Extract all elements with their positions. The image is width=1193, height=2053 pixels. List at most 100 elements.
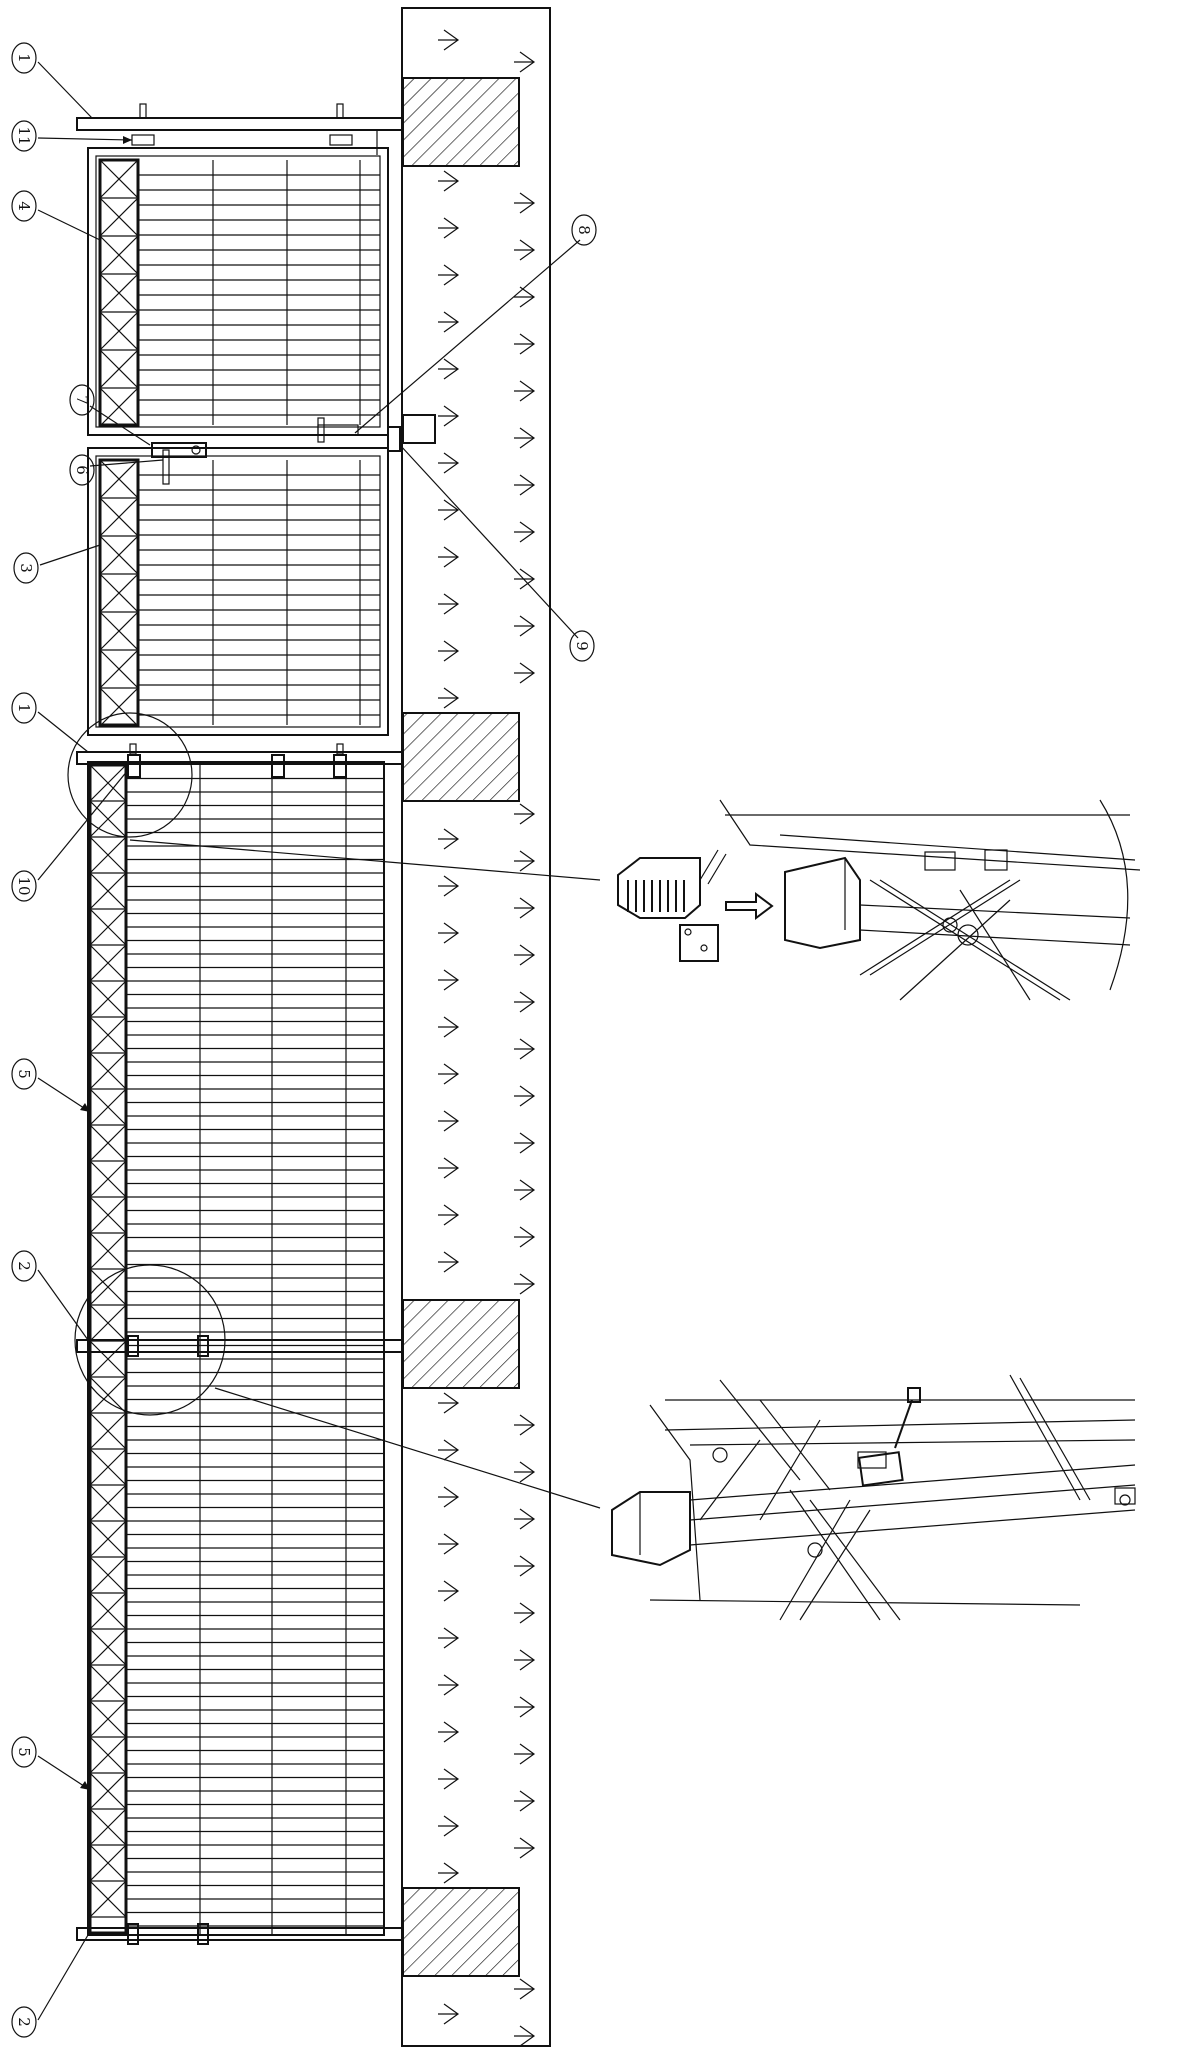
lattice-cross [89, 1304, 127, 1342]
lattice-cross [99, 159, 139, 199]
lattice-cross [99, 535, 139, 575]
flow-arrow [438, 1580, 460, 1602]
callout-label: 2 [15, 2017, 33, 2027]
lattice-cross [99, 311, 139, 351]
callout-c4: 4 [11, 190, 37, 222]
middle-panel [87, 447, 389, 736]
callout-circle [11, 1736, 37, 1768]
flow-arrow [438, 922, 460, 944]
flow-arrow [438, 499, 460, 521]
lattice-cross [89, 1628, 127, 1666]
lattice-cross [99, 497, 139, 537]
lattice-cross [99, 273, 139, 313]
channel-strip [401, 7, 551, 2047]
lattice-cross [89, 908, 127, 946]
callout-label: 5 [15, 1069, 33, 1079]
hatched-block-3 [402, 1299, 520, 1389]
flow-arrow [438, 1016, 460, 1038]
lattice-cross [89, 1340, 127, 1378]
callout-c9: 9 [569, 630, 595, 662]
callout-circle [11, 870, 37, 902]
flow-arrow [514, 615, 536, 637]
flow-arrow [438, 1862, 460, 1884]
callout-c2a: 2 [11, 1250, 37, 1282]
lattice-cross [89, 1664, 127, 1702]
flow-arrow [514, 1555, 536, 1577]
callout-label: 9 [573, 641, 591, 651]
flow-arrow [438, 1439, 460, 1461]
callout-label: 10 [15, 876, 33, 895]
flow-arrow [514, 1179, 536, 1201]
callout-circle [571, 214, 597, 246]
detail-markers [67, 712, 601, 1509]
lattice-cross [89, 1880, 127, 1918]
flow-arrow [438, 1674, 460, 1696]
flow-arrow [438, 1533, 460, 1555]
callout-label: 7 [73, 395, 91, 405]
callout-label: 1 [15, 53, 33, 63]
lattice-cross [89, 1268, 127, 1306]
lattice-cross [89, 1448, 127, 1486]
lattice-cross [89, 1592, 127, 1630]
lattice-cross [89, 944, 127, 982]
flow-arrow [438, 1721, 460, 1743]
detail-view-bracket [617, 799, 1141, 1001]
flow-arrow [514, 850, 536, 872]
flow-arrow [514, 474, 536, 496]
flow-arrow [514, 1273, 536, 1295]
flow-arrow [514, 1837, 536, 1859]
flow-arrow [514, 1414, 536, 1436]
lattice-cross [99, 459, 139, 499]
callout-label: 8 [575, 225, 593, 235]
flow-arrow [514, 380, 536, 402]
hatched-block-4 [402, 1887, 520, 1977]
hatched-block-1 [402, 77, 520, 167]
callout-c8: 8 [571, 214, 597, 246]
lattice-cross [89, 1520, 127, 1558]
lattice-cross [89, 1700, 127, 1738]
flow-arrow [438, 1251, 460, 1273]
flow-arrow [514, 944, 536, 966]
flow-arrow [514, 1085, 536, 1107]
flow-arrow [514, 897, 536, 919]
callout-label: 4 [15, 201, 33, 211]
callout-c6: 6 [69, 454, 95, 486]
detail-view-joint [611, 1374, 1136, 1621]
callout-label: 1 [15, 703, 33, 713]
flow-arrow [438, 1627, 460, 1649]
lattice-cross [89, 1376, 127, 1414]
flow-arrow [514, 239, 536, 261]
callout-label: 3 [17, 563, 35, 573]
lattice-cross [89, 836, 127, 874]
callout-circle [69, 454, 95, 486]
lattice-cross [89, 1160, 127, 1198]
callout-circle [11, 2006, 37, 2038]
flow-arrow [438, 264, 460, 286]
lattice-cross [89, 800, 127, 838]
lattice-cross [89, 1016, 127, 1054]
flow-arrow [514, 192, 536, 214]
lattice-cross [99, 349, 139, 389]
latch-assembly [151, 417, 401, 485]
flow-arrow [514, 51, 536, 73]
flow-arrow [514, 1226, 536, 1248]
flow-arrow [514, 427, 536, 449]
small-block [402, 414, 436, 444]
lattice-cross [89, 1124, 127, 1162]
callout-c2b: 2 [11, 2006, 37, 2038]
flow-arrow [514, 333, 536, 355]
flow-arrow [438, 405, 460, 427]
callout-circle [569, 630, 595, 662]
flow-arrow [514, 1743, 536, 1765]
lattice-cross [89, 1772, 127, 1810]
flow-arrow [514, 1461, 536, 1483]
callout-circle [11, 190, 37, 222]
callout-label: 5 [15, 1747, 33, 1757]
callout-circle [69, 384, 95, 416]
callout-circle [11, 42, 37, 74]
flow-arrow [438, 311, 460, 333]
flow-arrow [514, 1790, 536, 1812]
flow-arrows [438, 29, 536, 2047]
assembly-arrow [725, 892, 774, 920]
callout-circle [11, 1058, 37, 1090]
